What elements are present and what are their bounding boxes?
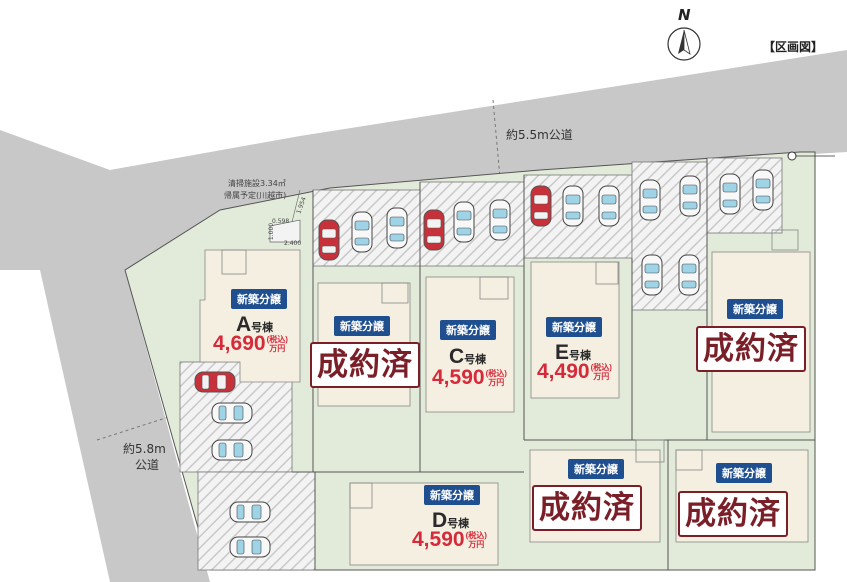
lot-f-sold-stamp: 成約済 (696, 326, 806, 372)
lot-f-new-badge: 新築分譲 (727, 299, 783, 319)
parked-car-icon (678, 254, 700, 296)
lot-c-name: C号棟 (449, 345, 487, 368)
compass-label: N (678, 6, 691, 24)
lot-a-price: 4,690(税込)万円 (213, 332, 288, 355)
parked-car-icon (351, 211, 373, 253)
lot-e-name: E号棟 (555, 341, 592, 364)
facility-label-2: 帰属予定(川越市) (224, 191, 287, 200)
red-car-icon (194, 371, 236, 393)
house-e (530, 261, 620, 399)
lot-d-price: 4,590(税込)万円 (412, 528, 487, 551)
house-a (199, 249, 301, 383)
parked-car-icon (639, 179, 661, 221)
parked-car-icon (453, 201, 475, 243)
house-c (425, 276, 515, 413)
lot-h-new-badge: 新築分譲 (716, 463, 772, 483)
parked-car-icon (562, 185, 584, 227)
lot-b-sold-stamp: 成約済 (310, 342, 420, 388)
lot-a-name: A号棟 (236, 313, 274, 336)
facility-dim-1: 1.000 (268, 222, 276, 241)
parked-car-icon (598, 185, 620, 227)
west-road (40, 270, 210, 582)
lot-d-name: D号棟 (432, 509, 470, 532)
parked-car-icon (679, 175, 701, 217)
parked-car-icon (211, 439, 253, 461)
west-road-label-1: 約5.8m (123, 442, 166, 456)
parked-car-icon (719, 173, 741, 215)
north-road-label: 約5.5m公道 (506, 128, 573, 142)
lot-g-sold-stamp: 成約済 (532, 485, 642, 531)
lot-c-price: 4,590(税込)万円 (432, 366, 507, 389)
lot-g-new-badge: 新築分譲 (568, 459, 624, 479)
utility-pole-icon (787, 151, 797, 161)
red-car-icon (530, 185, 552, 227)
red-car-icon (423, 209, 445, 251)
parked-car-icon (752, 169, 774, 211)
lot-e-price: 4,490(税込)万円 (537, 360, 612, 383)
plan-title: 【区画図】 (763, 40, 824, 54)
lot-e-new-badge: 新築分譲 (546, 317, 602, 337)
lot-c-new-badge: 新築分譲 (440, 320, 496, 340)
parked-car-icon (229, 501, 271, 523)
lot-a-new-badge: 新築分譲 (231, 289, 287, 309)
parked-car-icon (229, 536, 271, 558)
facility-label-1: 清掃施設3.34㎡ (228, 179, 286, 188)
facility-dim-4: 2.400 (284, 240, 302, 247)
facility-dim-2: 0.598 (272, 218, 290, 225)
parked-car-icon (641, 254, 663, 296)
parked-car-icon (211, 402, 253, 424)
parked-car-icon (386, 207, 408, 249)
lot-b-new-badge: 新築分譲 (334, 316, 390, 336)
west-road-label-2: 公道 (135, 458, 160, 472)
red-car-icon (318, 219, 340, 261)
parked-car-icon (489, 199, 511, 241)
lot-d-new-badge: 新築分譲 (424, 485, 480, 505)
lot-h-sold-stamp: 成約済 (678, 491, 788, 537)
